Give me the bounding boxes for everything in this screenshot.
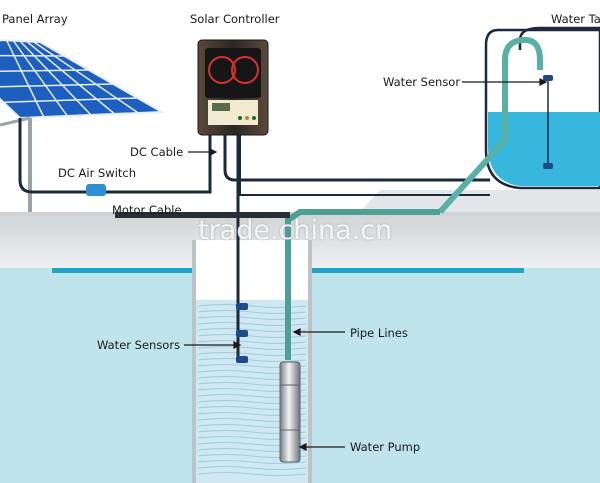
panel-cell-line: [0, 83, 114, 88]
water-wave-line: [197, 460, 307, 464]
panel-cell-line: [12, 40, 68, 117]
callout-arrows: [184, 78, 548, 451]
panel-cell-line: [0, 97, 138, 104]
panel-array-label: Panel Array: [2, 12, 68, 26]
pipe-lines-label: Pipe Lines: [350, 326, 408, 340]
panel-cell-line: [26, 40, 116, 115]
water-wave-line: [197, 466, 307, 470]
solar-panel: [0, 38, 166, 212]
water-tank-label: Water Ta: [551, 12, 600, 26]
motor-cable-strip: [115, 212, 290, 218]
water-sensor-label: Water Sensor: [383, 75, 461, 89]
water-wave-line: [197, 472, 307, 476]
cables: [18, 26, 600, 362]
panel-cell-line: [32, 41, 139, 114]
water-pump-label: Water Pump: [350, 440, 421, 454]
watermark: trade.china.cn: [198, 215, 393, 246]
dc-air-switch: [86, 184, 106, 196]
panel-cell-line: [5, 40, 45, 118]
dc-cable-label: DC Cable: [130, 145, 184, 159]
solar-controller-label: Solar Controller: [190, 12, 280, 26]
well-sensors: [236, 303, 248, 363]
pipe-lines: [285, 36, 543, 360]
water-sensors-label: Water Sensors: [97, 338, 181, 352]
water-wave-line: [197, 358, 307, 362]
panel-cell-line: [19, 40, 92, 116]
motor-cable-label: Motor Cable: [112, 203, 182, 217]
water-pump: [279, 361, 301, 463]
water-tank: [484, 28, 600, 190]
solar-controller: [197, 39, 269, 136]
dc-air-switch-label: DC Air Switch: [58, 166, 137, 180]
